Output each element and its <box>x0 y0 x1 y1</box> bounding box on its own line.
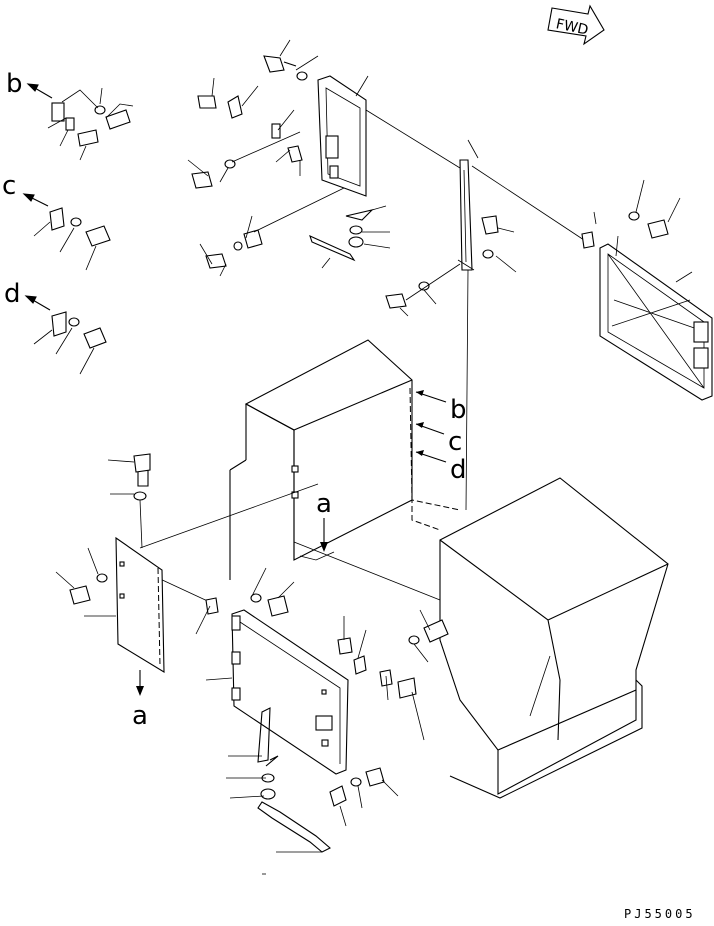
washer <box>250 593 262 603</box>
bolt <box>83 327 107 349</box>
bolt <box>85 225 111 247</box>
panel-slot <box>693 347 709 369</box>
detail-d: d <box>4 279 107 375</box>
hinge-slot <box>329 165 339 179</box>
bolt <box>647 219 669 239</box>
bracket <box>227 95 243 119</box>
stay-rod <box>257 801 331 853</box>
label-a-upper: a <box>316 489 332 519</box>
hinge-cover <box>115 536 165 673</box>
lock <box>329 785 347 807</box>
bushing <box>348 236 364 248</box>
drawing-code: PJ55005 <box>624 907 696 921</box>
washer <box>233 241 243 251</box>
door-panel <box>231 609 349 775</box>
washer <box>68 317 80 327</box>
main-enclosure: b c d a <box>139 339 467 605</box>
fwd-indicator: FWD <box>547 4 605 46</box>
latch-bracket <box>51 311 67 337</box>
right-box <box>439 477 669 799</box>
bolt <box>481 215 499 235</box>
nut <box>337 637 353 655</box>
bolt <box>69 585 91 605</box>
label-b: b <box>450 395 467 425</box>
label-a-lower: a <box>132 701 148 731</box>
washer <box>482 249 494 259</box>
bolt <box>197 95 217 109</box>
bolt <box>397 677 417 699</box>
washer <box>296 71 308 81</box>
fwd-label: FWD <box>554 16 589 38</box>
bolt <box>267 595 289 617</box>
bolt <box>105 109 131 130</box>
detail-b: b <box>6 69 134 161</box>
washer <box>349 225 363 235</box>
door-slot <box>315 715 333 731</box>
washer <box>70 217 82 227</box>
nut-plate <box>271 123 281 139</box>
latch-bracket <box>581 231 595 249</box>
hinge-plate <box>317 75 367 197</box>
latch-bracket <box>51 102 65 122</box>
bolt <box>423 619 449 643</box>
bolt <box>263 55 285 73</box>
washer <box>628 211 640 221</box>
bolt <box>385 293 407 309</box>
bolt <box>365 767 385 787</box>
lower-door-assembly <box>195 567 449 875</box>
detail-label-d: d <box>4 279 21 309</box>
centre-hinge-bar <box>385 139 585 511</box>
hinge-slot <box>325 135 339 159</box>
bolt <box>205 253 227 269</box>
washer <box>94 105 106 115</box>
detail-c: c <box>2 171 111 271</box>
detail-label-b: b <box>6 69 23 99</box>
bolt <box>191 171 213 189</box>
right-side-panel <box>581 179 713 401</box>
upper-door-assembly <box>187 39 461 277</box>
side-panel <box>599 243 713 401</box>
stay-rod <box>309 234 356 262</box>
label-d: d <box>450 455 467 485</box>
left-hinge-cover: a <box>55 453 165 731</box>
bolt <box>77 129 99 147</box>
washer <box>96 573 108 583</box>
latch-bracket <box>49 207 65 231</box>
nut-plate <box>65 117 75 131</box>
washer <box>408 635 420 645</box>
hinge-bar <box>459 159 473 271</box>
washer <box>350 777 362 787</box>
lock <box>243 229 263 249</box>
panel-slot <box>693 321 709 343</box>
bushing <box>260 788 276 800</box>
latch-bracket <box>205 597 219 615</box>
label-c: c <box>448 427 462 457</box>
bolt <box>133 453 151 473</box>
washer <box>133 491 147 501</box>
detail-label-c: c <box>2 171 16 201</box>
latch-bracket <box>353 655 367 675</box>
nut <box>287 145 303 163</box>
